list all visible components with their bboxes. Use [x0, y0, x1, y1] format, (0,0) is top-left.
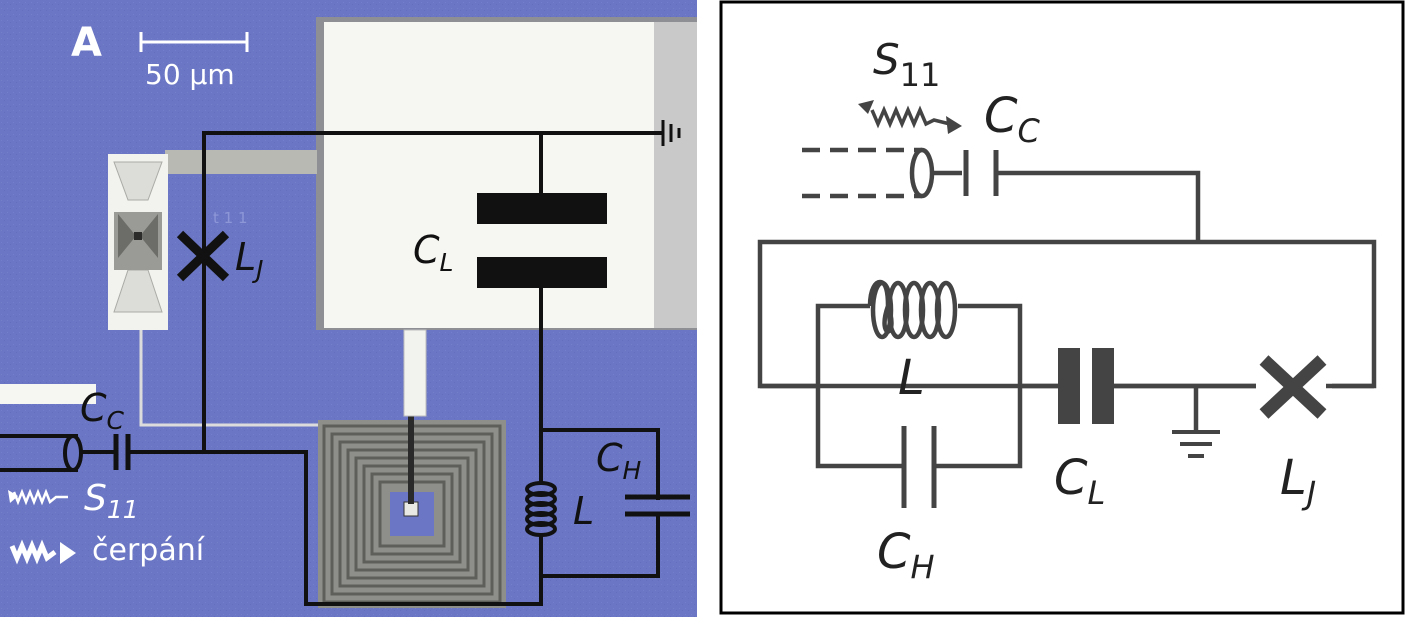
- ground-icon: [661, 120, 681, 146]
- panel-b-schematic: S11 CC L CH CL LJ: [719, 0, 1405, 615]
- schematic-cc-capacitor: [963, 150, 999, 196]
- scale-bar-label: 50 µm: [145, 58, 235, 91]
- schematic-label-ch: CH: [877, 524, 935, 586]
- ch-capacitor: [625, 494, 690, 517]
- label-cl: CL: [413, 228, 453, 277]
- lead-strip: [165, 150, 317, 174]
- pump-wave-icon: [9, 539, 76, 565]
- schematic-label-cl: CL: [1054, 450, 1105, 512]
- schematic-label-s11: S11: [873, 35, 940, 94]
- label-ch: CH: [596, 436, 642, 485]
- schematic-ch-capacitor: [901, 426, 937, 508]
- label-lj: LJ: [235, 235, 264, 284]
- cc-capacitor: [113, 434, 131, 470]
- scale-bar: [139, 32, 249, 52]
- label-cc: CC: [80, 386, 125, 435]
- schematic-label-l: L: [898, 350, 925, 406]
- chip-marking: t 1 1: [213, 209, 248, 227]
- schematic-label-cc: CC: [984, 88, 1041, 150]
- capacitor-pad-edge: [654, 22, 697, 328]
- cl-plate-bottom: [477, 257, 607, 288]
- label-pump: čerpání: [92, 533, 206, 568]
- junction-chip: [108, 154, 168, 330]
- panel-a-micrograph: t 1 1: [0, 0, 697, 617]
- feedline: [0, 384, 96, 404]
- inductor-coil-icon: [525, 470, 557, 546]
- label-l: L: [573, 489, 594, 533]
- schematic-inductor-icon: [867, 279, 958, 340]
- air-bridge: [403, 329, 427, 417]
- thin-lead: [139, 330, 320, 427]
- cl-plate-top: [477, 193, 607, 224]
- s11-wave-icon: [8, 488, 68, 506]
- spiral-inductor: [318, 414, 506, 608]
- schematic-junction-icon: [1259, 355, 1327, 419]
- label-s11: S11: [84, 478, 139, 524]
- schematic-cl-plate-right: [1092, 348, 1114, 424]
- schematic-coax-end: [909, 147, 935, 199]
- overlay-schematic: [0, 131, 663, 606]
- schematic-ground-icon: [1172, 430, 1220, 458]
- schematic-label-lj: LJ: [1280, 450, 1316, 512]
- schematic-cl-plate-left: [1058, 348, 1080, 424]
- panel-label: A: [71, 20, 102, 66]
- schematic-s11-wave-icon: [858, 100, 962, 134]
- josephson-junction-icon: [176, 230, 230, 282]
- coax-end: [63, 434, 83, 472]
